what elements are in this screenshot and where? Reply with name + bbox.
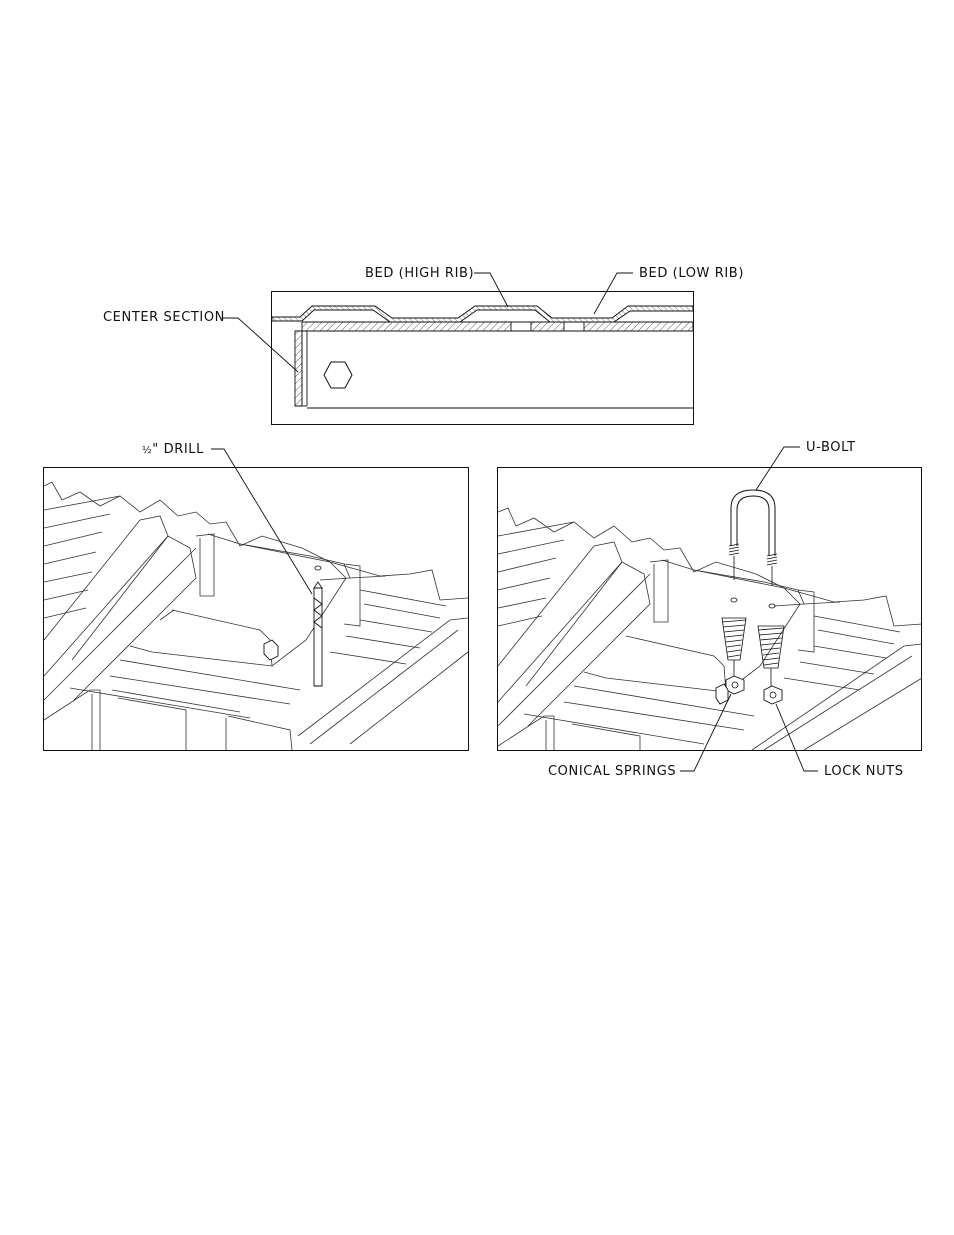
label-bed-high-rib: BED (HIGH RIB) — [365, 266, 474, 281]
conical-spring-right — [758, 626, 784, 668]
leader-lock-nuts — [776, 704, 818, 771]
drill-text: " DRILL — [152, 442, 204, 457]
lock-nut-right — [764, 686, 782, 704]
ubolt-panel-frame — [498, 468, 922, 751]
label-drill: ½" DRILL — [142, 442, 204, 458]
label-u-bolt: U-BOLT — [806, 440, 856, 455]
leader-conical-springs — [680, 694, 731, 771]
lock-nut-left — [726, 676, 744, 694]
label-bed-low-rib: BED (LOW RIB) — [639, 266, 744, 281]
label-lock-nuts: LOCK NUTS — [824, 764, 904, 779]
label-center-section: CENTER SECTION — [103, 310, 225, 325]
u-bolt-threads — [729, 544, 777, 565]
conical-spring-left — [722, 618, 746, 660]
label-conical-springs: CONICAL SPRINGS — [548, 764, 676, 779]
u-bolt — [731, 490, 775, 556]
leader-u-bolt — [756, 447, 800, 490]
bracket-nut-right — [716, 684, 728, 704]
drill-fraction: ½ — [142, 445, 152, 456]
